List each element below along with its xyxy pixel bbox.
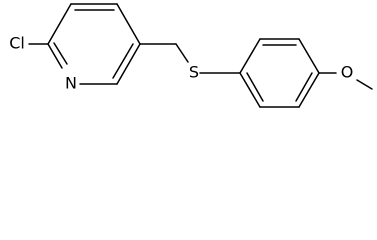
bond-c5-c6 bbox=[116, 43, 141, 85]
bond-ar6-ar1-double bbox=[246, 72, 264, 102]
bond-ar4-ar5-double bbox=[295, 72, 313, 102]
chemical-structure-canvas: Cl N S O bbox=[0, 0, 377, 111]
chemical-structure-svg: Cl N S O bbox=[9, 3, 373, 108]
bond-c5-c6-double bbox=[112, 43, 134, 79]
bond-c2-c3 bbox=[47, 3, 72, 45]
bond-n1-c2 bbox=[47, 43, 63, 69]
chlorine-label: Cl bbox=[9, 34, 25, 53]
bond-ar4-ar5 bbox=[298, 72, 320, 108]
bond-ch2-s bbox=[175, 43, 189, 63]
nitrogen-label: N bbox=[65, 74, 77, 93]
bond-c4-c5 bbox=[116, 3, 141, 45]
bond-o-ch3 bbox=[356, 79, 373, 90]
bond-ar3-ar4 bbox=[298, 38, 320, 74]
bond-ar6-ar1 bbox=[239, 72, 261, 108]
bond-ar1-ar2 bbox=[239, 38, 261, 74]
oxygen-label: O bbox=[341, 63, 354, 82]
bond-n1-c2-double bbox=[53, 42, 68, 65]
sulfur-label: S bbox=[189, 63, 199, 82]
